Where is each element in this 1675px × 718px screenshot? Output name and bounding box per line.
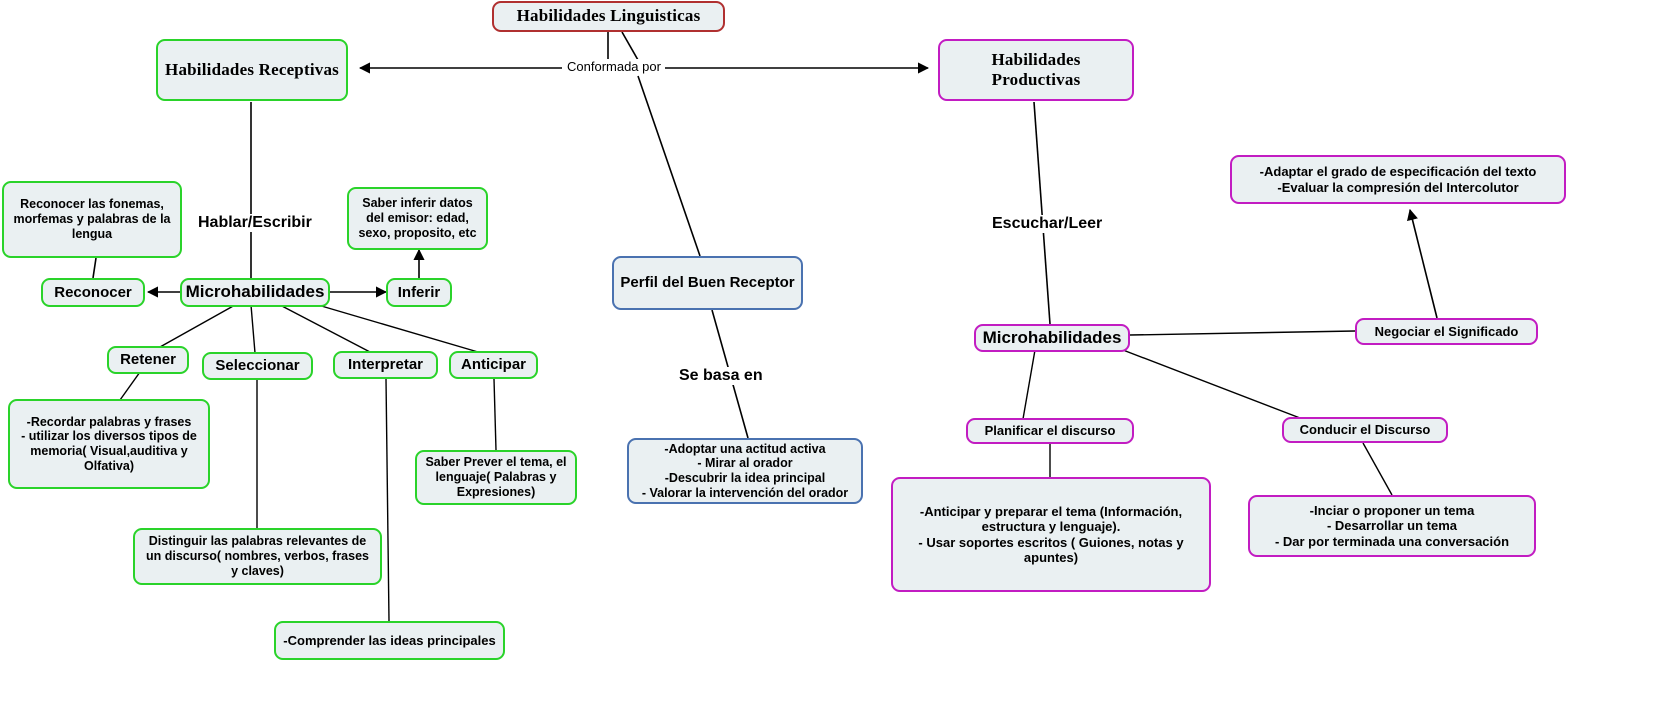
- node-habilidades-receptivas[interactable]: Habilidades Receptivas: [156, 39, 348, 101]
- node-seleccionar[interactable]: Seleccionar: [202, 352, 313, 380]
- node-label: Habilidades Productivas: [991, 49, 1081, 89]
- edge-micro-negociar: [1129, 330, 1356, 336]
- edge-micro-retener: [159, 304, 236, 348]
- node-negociar-el-significado[interactable]: Negociar el Significado: [1355, 318, 1538, 345]
- edge-label-text: Escuchar/Leer: [992, 215, 1103, 232]
- node-perfil-buen-receptor[interactable]: Perfil del Buen Receptor: [612, 256, 803, 310]
- node-label: -Anticipar y preparar el tema (Informaci…: [918, 503, 1184, 565]
- edge-retener-detalle: [119, 371, 141, 401]
- edge-to-perfil: [637, 75, 701, 257]
- node-label: Habilidades Receptivas: [165, 59, 339, 79]
- node-conducir-detalle[interactable]: -Inciar o proponer un tema - Desarrollar…: [1248, 495, 1536, 557]
- edge-interpretar-detalle: [385, 378, 390, 622]
- node-microhabilidades-receptivas[interactable]: Microhabilidades: [180, 278, 330, 307]
- edge-label-conformada-por: Conformada por: [563, 59, 665, 74]
- node-microhabilidades-productivas[interactable]: Microhabilidades: [974, 324, 1130, 352]
- node-label: Saber Prever el tema, el lenguaje( Palab…: [425, 455, 567, 499]
- node-label: Microhabilidades: [185, 282, 325, 302]
- node-label: Saber inferir datos del emisor: edad, se…: [358, 196, 477, 240]
- edge-label-hablar-escribir: Hablar/Escribir: [194, 214, 316, 232]
- node-interpretar-detalle[interactable]: -Comprender las ideas principales: [274, 621, 505, 660]
- node-label: Conducir el Discurso: [1299, 422, 1431, 438]
- edge-label-text: Hablar/Escribir: [198, 214, 312, 231]
- edge-micro-anticipar: [317, 304, 479, 353]
- node-label: Anticipar: [460, 356, 526, 374]
- node-label: Interpretar: [347, 356, 424, 374]
- node-habilidades-linguisticas[interactable]: Habilidades Linguisticas: [492, 1, 725, 32]
- node-reconocer-detalle[interactable]: Reconocer las fonemas, morfemas y palabr…: [2, 181, 182, 258]
- node-label: -Adoptar una actitud activa - Mirar al o…: [641, 441, 849, 500]
- edge-root-junction-2: [621, 31, 639, 61]
- node-negociar-detalle[interactable]: -Adaptar el grado de especificación del …: [1230, 155, 1566, 204]
- edge-conducir-detalle: [1362, 442, 1393, 496]
- edge-micro-conducir: [1109, 344, 1301, 419]
- edge-productivas-micro: [1033, 101, 1051, 325]
- node-label: Negociar el Significado: [1374, 323, 1519, 339]
- edge-micro-seleccionar: [250, 304, 256, 354]
- edge-negociar-detalle: [1407, 208, 1438, 319]
- node-label: Reconocer las fonemas, morfemas y palabr…: [13, 197, 171, 241]
- node-label: Retener: [120, 351, 176, 369]
- node-label: -Adaptar el grado de especificación del …: [1259, 164, 1537, 195]
- node-label: Perfil del Buen Receptor: [620, 274, 795, 292]
- node-label: Microhabilidades: [982, 327, 1122, 347]
- node-planificar-detalle[interactable]: -Anticipar y preparar el tema (Informaci…: [891, 477, 1211, 592]
- node-inferir[interactable]: Inferir: [386, 278, 452, 307]
- node-reconocer[interactable]: Reconocer: [41, 278, 145, 307]
- node-label: -Recordar palabras y frases - utilizar l…: [21, 414, 197, 473]
- node-label: Inferir: [397, 283, 441, 301]
- node-label: Seleccionar: [215, 357, 300, 375]
- node-interpretar[interactable]: Interpretar: [333, 351, 438, 379]
- edge-micro-interpretar: [279, 304, 371, 353]
- edge-label-text: Se basa en: [679, 367, 763, 384]
- edge-label-se-basa-en: Se basa en: [675, 367, 767, 385]
- node-habilidades-productivas[interactable]: Habilidades Productivas: [938, 39, 1134, 101]
- node-conducir-el-discurso[interactable]: Conducir el Discurso: [1282, 417, 1448, 443]
- node-inferir-detalle[interactable]: Saber inferir datos del emisor: edad, se…: [347, 187, 488, 250]
- node-perfil-detalle[interactable]: -Adoptar una actitud activa - Mirar al o…: [627, 438, 863, 504]
- node-anticipar-detalle[interactable]: Saber Prever el tema, el lenguaje( Palab…: [415, 450, 577, 505]
- edge-label-escuchar-leer: Escuchar/Leer: [988, 215, 1107, 233]
- node-label: Habilidades Linguisticas: [516, 6, 701, 26]
- edge-anticipar-detalle: [493, 378, 497, 451]
- edge-micro-planificar: [1022, 349, 1036, 420]
- edge-label-text: Conformada por: [567, 59, 661, 74]
- node-label: Planificar el discurso: [984, 423, 1116, 439]
- node-planificar-el-discurso[interactable]: Planificar el discurso: [966, 418, 1134, 444]
- node-retener-detalle[interactable]: -Recordar palabras y frases - utilizar l…: [8, 399, 210, 489]
- node-seleccionar-detalle[interactable]: Distinguir las palabras relevantes de un…: [133, 528, 382, 585]
- edge-reconocer-detalle: [92, 257, 97, 279]
- node-label: -Inciar o proponer un tema - Desarrollar…: [1274, 503, 1510, 549]
- node-label: -Comprender las ideas principales: [283, 632, 496, 648]
- node-label: Reconocer: [54, 283, 132, 301]
- node-anticipar[interactable]: Anticipar: [449, 351, 538, 379]
- node-retener[interactable]: Retener: [107, 346, 189, 374]
- node-label: Distinguir las palabras relevantes de un…: [146, 534, 369, 578]
